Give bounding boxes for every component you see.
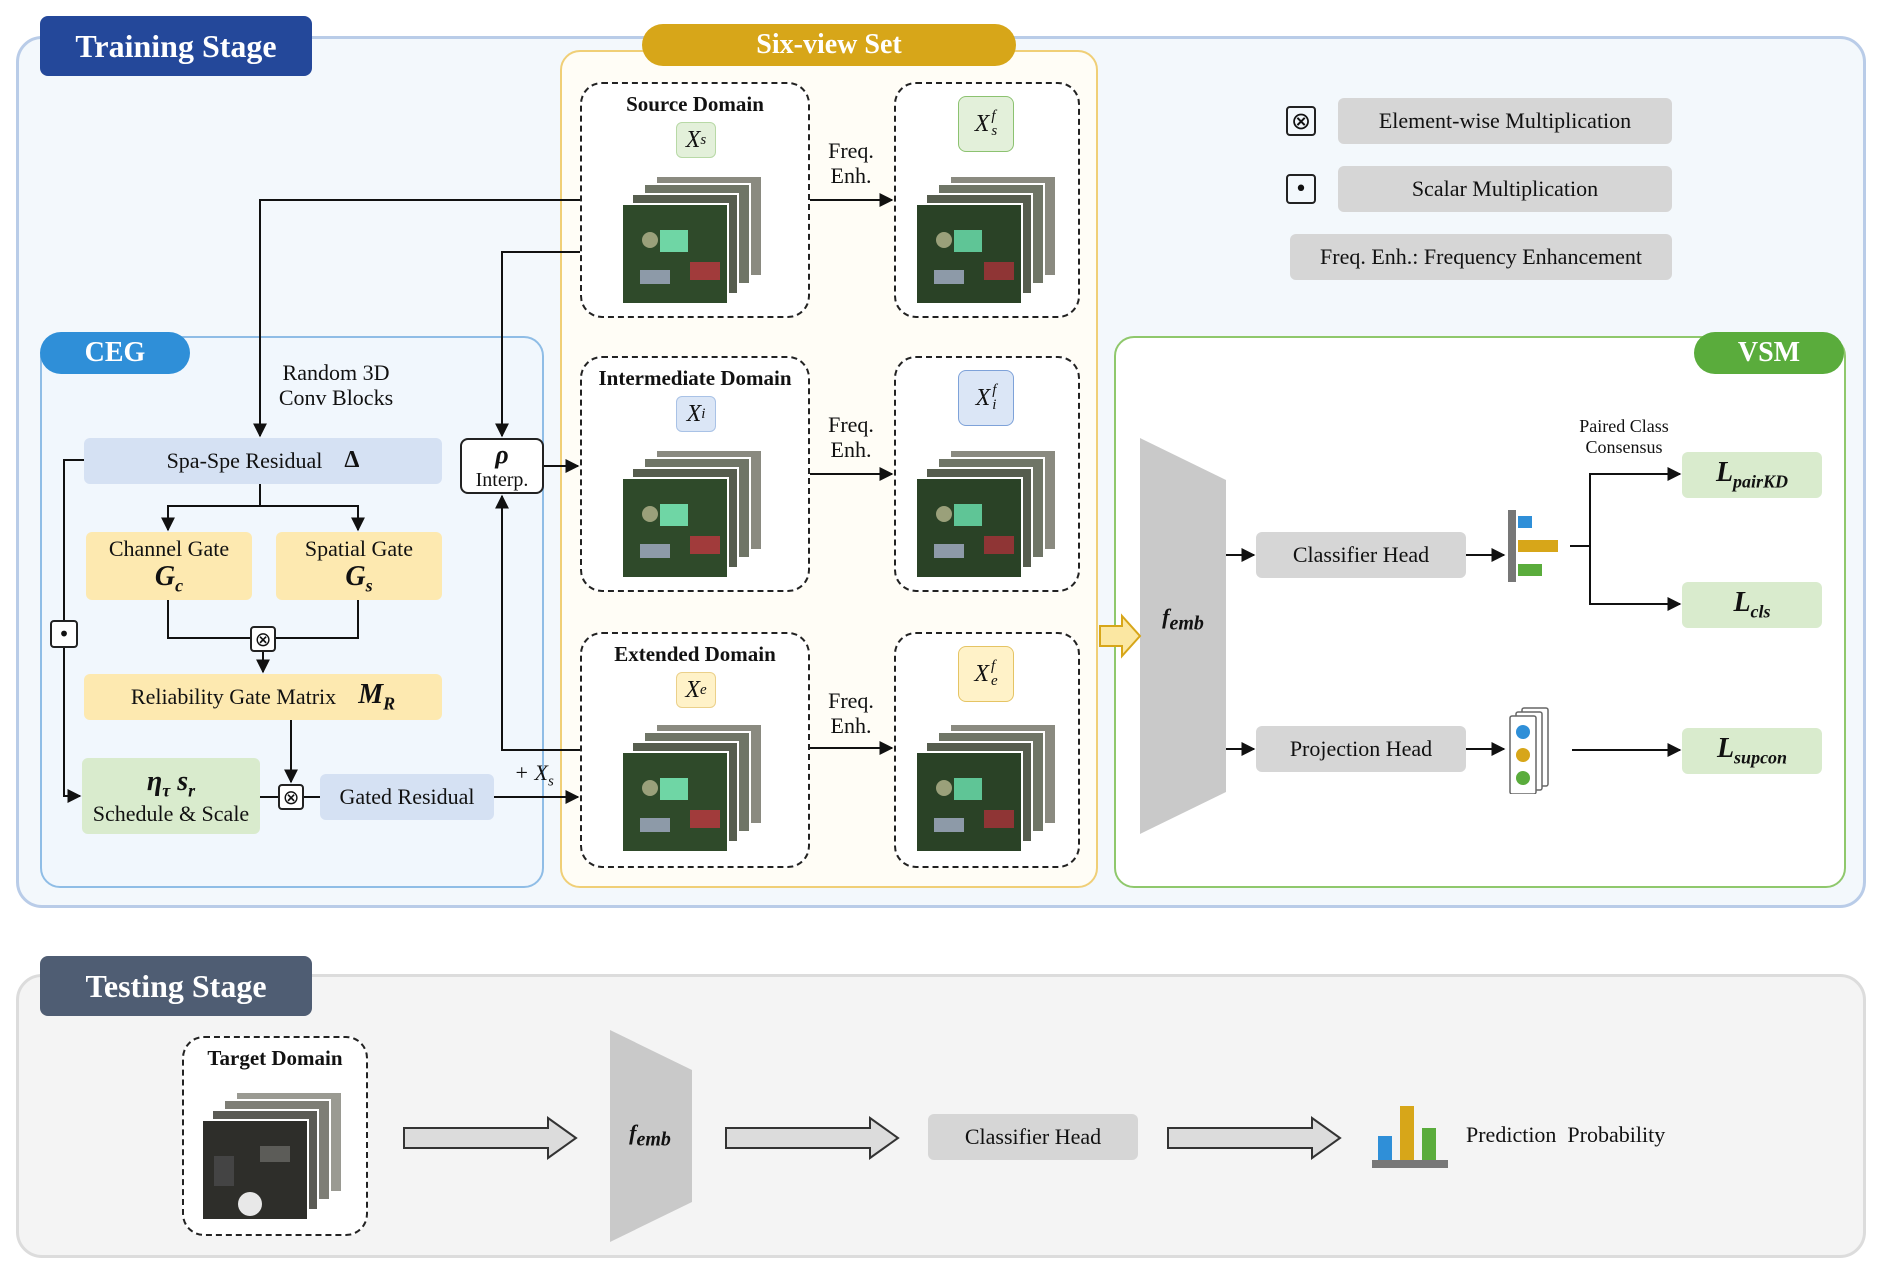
paired-line1: Paired Class [1579, 416, 1669, 436]
training-stage-label: Training Stage [40, 16, 312, 76]
six-view-label: Six-view Set [642, 24, 1016, 66]
otimes-schedule-icon: ⊗ [278, 784, 304, 810]
extended-freq-cube-image [915, 723, 1057, 853]
target-cube-image [201, 1091, 343, 1221]
source-freq-cube-image [915, 175, 1057, 305]
random-conv-label: Random 3D Conv Blocks [256, 360, 416, 411]
intermediate-cube-image [621, 449, 763, 579]
loss-pairkd-box: LpairKD [1682, 452, 1822, 498]
channel-gate-box: Channel Gate Gc [86, 532, 252, 600]
freq-line1: Freq. [828, 688, 874, 713]
channel-gate-label: Channel Gate [108, 535, 230, 561]
prediction-probability-label: Prediction Probability [1466, 1122, 1666, 1147]
reliability-label: Reliability Gate Matrix [130, 684, 337, 710]
eta-s-symbol: ητ sr [146, 765, 196, 801]
extended-domain-label: Extended Domain [614, 642, 776, 666]
freq-line1: Freq. [828, 138, 874, 163]
mr-symbol: MR [358, 679, 396, 714]
test-classifier-head-box: Classifier Head [928, 1114, 1138, 1160]
f-emb-test-trapezoid [610, 1030, 692, 1242]
random-line2: Conv Blocks [278, 385, 394, 411]
vsm-label: VSM [1694, 332, 1844, 374]
freq-line1: Freq. [828, 412, 874, 437]
prediction-bars-icon [1372, 1106, 1448, 1168]
legend-elementwise: Element-wise Multiplication [1338, 98, 1672, 144]
schedule-scale-box: ητ sr Schedule & Scale [82, 758, 260, 834]
otimes-gate-icon: ⊗ [250, 626, 276, 652]
legend-scalar: Scalar Multiplication [1338, 166, 1672, 212]
ceg-label: CEG [40, 332, 190, 374]
gs-symbol: Gs [345, 561, 373, 596]
interp-label: Interp. [475, 469, 529, 492]
extended-cube-image [621, 723, 763, 853]
gc-symbol: Gc [154, 561, 184, 596]
freq-line2: Enh. [830, 163, 872, 189]
freq-enh-label-extended: Freq. Enh. [820, 688, 882, 739]
spa-spe-label: Spa-Spe Residual [166, 448, 323, 474]
projection-head-box: Projection Head [1256, 726, 1466, 772]
otimes-legend-icon: ⊗ [1286, 106, 1316, 136]
freq-line2: Enh. [830, 437, 872, 463]
paired-class-label: Paired Class Consensus [1560, 416, 1688, 457]
spatial-gate-label: Spatial Gate [304, 535, 414, 561]
testing-stage-label: Testing Stage [40, 956, 312, 1016]
schedule-label: Schedule & Scale [92, 800, 250, 826]
delta-symbol: Δ [344, 447, 360, 474]
classifier-head-box: Classifier Head [1256, 532, 1466, 578]
f-emb-trapezoid [1140, 438, 1226, 834]
intermediate-domain-label: Intermediate Domain [598, 366, 792, 390]
paired-line2: Consensus [1585, 436, 1663, 457]
source-domain-label: Source Domain [626, 92, 764, 116]
odot-scalar-icon: • [50, 620, 78, 648]
source-cube-image [621, 175, 763, 305]
freq-enh-label-intermediate: Freq. Enh. [820, 412, 882, 463]
spa-spe-residual-box: Spa-Spe Residual Δ [84, 438, 442, 484]
rho-symbol: ρ [495, 439, 509, 469]
class-bars-icon [1508, 510, 1558, 582]
projection-embedding-icon [1509, 707, 1549, 794]
test-arrow-1 [403, 1116, 578, 1160]
gated-residual-box: Gated Residual [320, 774, 494, 820]
legend-freq: Freq. Enh.: Frequency Enhancement [1290, 234, 1672, 280]
interp-box: ρ Interp. [460, 438, 544, 494]
test-arrow-2 [725, 1116, 900, 1160]
intermediate-freq-cube-image [915, 449, 1057, 579]
plus-xs-label: + Xs [514, 760, 554, 790]
reliability-gate-box: Reliability Gate Matrix MR [84, 674, 442, 720]
spatial-gate-box: Spatial Gate Gs [276, 532, 442, 600]
loss-cls-box: Lcls [1682, 582, 1822, 628]
f-emb-test-label: femb [629, 1120, 671, 1151]
f-emb-label: femb [1162, 604, 1204, 635]
odot-legend-icon: • [1286, 174, 1316, 204]
test-arrow-3 [1167, 1116, 1342, 1160]
target-domain-label: Target Domain [207, 1046, 343, 1070]
freq-enh-label-source: Freq. Enh. [820, 138, 882, 189]
loss-supcon-box: Lsupcon [1682, 728, 1822, 774]
freq-line2: Enh. [830, 713, 872, 739]
random-line1: Random 3D [282, 360, 390, 385]
